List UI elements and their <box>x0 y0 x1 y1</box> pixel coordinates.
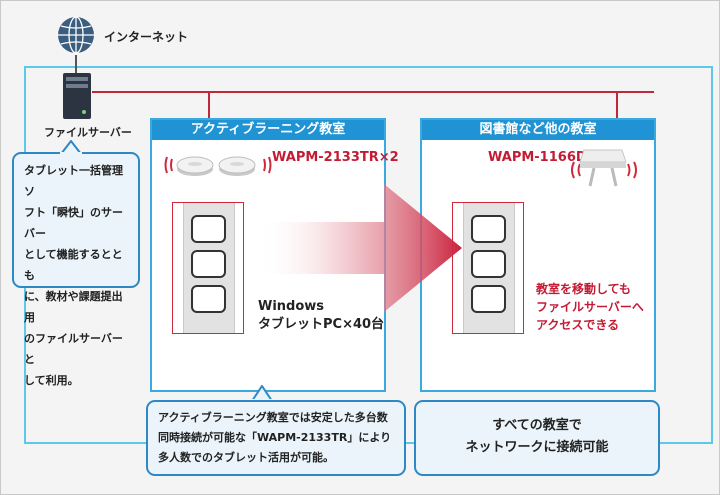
tablet-icon <box>191 250 226 278</box>
tablet-cart <box>172 202 244 334</box>
callout-line: ネットワークに接続可能 <box>465 440 609 455</box>
access-point-icon <box>164 156 272 176</box>
note-line: ファイルサーバーへ <box>536 300 644 314</box>
callout-line: すべての教室で <box>492 418 582 433</box>
tablet-icon <box>471 285 506 313</box>
tablet-icon <box>191 285 226 313</box>
callout-line: アクティブラーニング教室では安定した多台数 <box>158 411 388 424</box>
device-line: Windows <box>258 299 325 314</box>
server-label: ファイルサーバー <box>44 126 132 139</box>
cart-panel <box>183 203 235 333</box>
drop-line-other <box>616 91 618 119</box>
access-point-icon <box>571 149 637 187</box>
callout-line: 多人数でのタブレット活用が可能。 <box>158 451 334 464</box>
tablet-icon <box>191 215 226 243</box>
callout-pointer <box>250 385 274 401</box>
internet-label: インターネット <box>104 30 189 44</box>
callout-pointer <box>60 140 82 154</box>
internet-line <box>75 55 77 75</box>
move-arrow <box>258 184 462 312</box>
globe-icon <box>58 16 94 54</box>
callout-line: 同時接続が可能な「WAPM-2133TR」により <box>158 431 392 444</box>
server-callout: タブレット一括管理ソ フト「瞬快」のサーバー として機能するととも に、教材や課… <box>12 152 140 387</box>
note-line: 教室を移動しても <box>536 282 632 296</box>
callout-line: して利用。 <box>24 374 79 387</box>
drop-line-active <box>208 91 210 119</box>
ap-model-other: WAPM-1166D <box>488 150 587 165</box>
device-label: Windows タブレットPC×40台 <box>258 298 384 334</box>
room-title: 図書館など他の教室 <box>422 120 654 140</box>
device-line: タブレットPC×40台 <box>258 317 385 332</box>
roaming-note: 教室を移動しても ファイルサーバーへ アクセスできる <box>536 280 644 334</box>
callout-line: フト「瞬快」のサーバー <box>24 206 123 240</box>
ap-model-active: WAPM-2133TR×2 <box>272 150 399 165</box>
callout-line: のファイルサーバーと <box>24 332 123 366</box>
room-title: アクティブラーニング教室 <box>152 120 384 140</box>
callout-line: に、教材や課題提出用 <box>24 290 123 324</box>
cart-panel <box>463 203 515 333</box>
tablet-icon <box>471 250 506 278</box>
note-line: アクセスできる <box>536 318 620 332</box>
tablet-cart <box>452 202 524 334</box>
active-callout: アクティブラーニング教室では安定した多台数 同時接続が可能な「WAPM-2133… <box>146 400 406 476</box>
callout-line: として機能するととも <box>24 248 123 282</box>
all-rooms-callout: すべての教室で ネットワークに接続可能 <box>414 400 660 476</box>
tablet-icon <box>471 215 506 243</box>
callout-line: タブレット一括管理ソ <box>24 164 123 198</box>
server-tower-icon <box>63 73 91 119</box>
network-line <box>92 91 654 93</box>
